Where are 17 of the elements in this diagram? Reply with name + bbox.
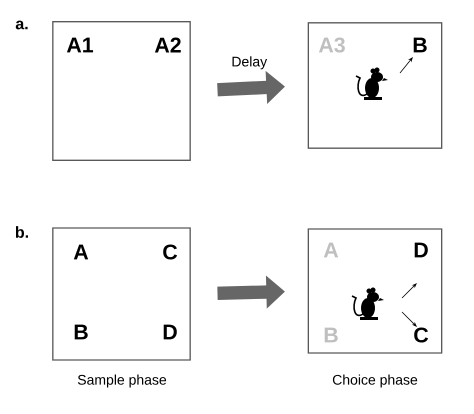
arena-letter: A3 xyxy=(318,37,345,53)
arena-letter: C xyxy=(414,327,428,343)
arena-letter: C xyxy=(163,244,178,260)
phase-caption: Sample phase xyxy=(78,374,166,388)
arena-letter: A xyxy=(324,242,338,258)
arena-letter: A2 xyxy=(154,38,181,52)
arena-letter: A1 xyxy=(66,38,94,52)
edge-label: Delay xyxy=(232,56,268,70)
arena-letter: B xyxy=(414,38,427,52)
arena-letter: D xyxy=(414,242,428,258)
phase-caption: Choice phase xyxy=(332,374,418,388)
arena-letter: D xyxy=(164,324,177,340)
arena-letter: B xyxy=(74,324,88,340)
arena-letter: A xyxy=(74,244,88,260)
panel-label: a. xyxy=(16,20,28,30)
panel-label: b. xyxy=(16,226,28,238)
arena-letter: B xyxy=(324,328,338,342)
